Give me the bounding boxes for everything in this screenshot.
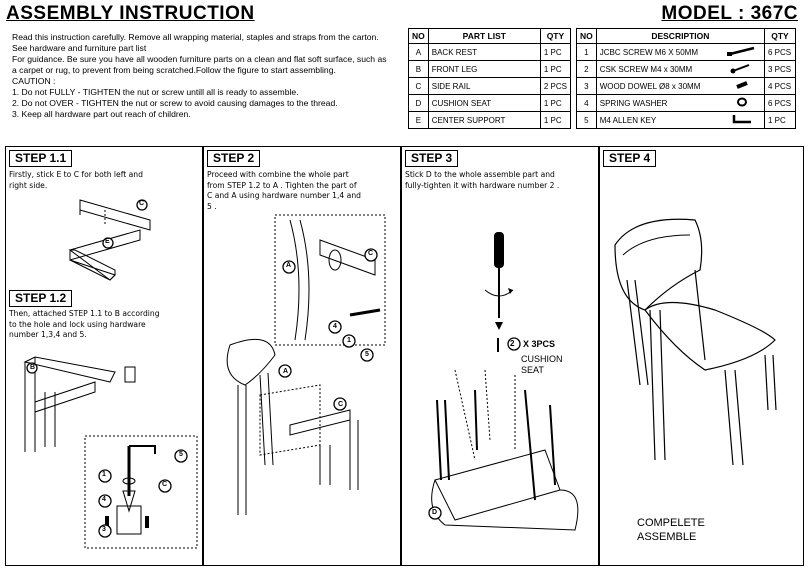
column-header: NO: [408, 28, 429, 44]
hardware-5-marker: 5: [365, 351, 369, 358]
intro-line: See hardware and furniture part list: [12, 43, 147, 53]
part-e-marker: E: [105, 238, 110, 245]
step-2-text: Proceed with combine the whole part from…: [207, 170, 361, 211]
intro-line: 3. Keep all hardware part out reach of c…: [12, 109, 191, 119]
part-a-marker: A: [286, 262, 292, 269]
column-header: QTY: [764, 28, 796, 44]
part-c-marker: C: [368, 250, 374, 257]
completion-caption: COMPELETE ASSEMBLE: [637, 517, 705, 543]
hardware-1-marker: 1: [102, 471, 106, 478]
step-1-2-illustration: [23, 356, 136, 452]
hardware-1-marker: 1: [347, 337, 351, 344]
allen-key-icon: [724, 111, 765, 129]
callout-label-2: SEAT: [521, 365, 544, 375]
part-c-marker: C: [338, 401, 344, 408]
column-header: QTY: [539, 28, 572, 44]
washer-icon: [724, 94, 765, 112]
step-2-heading: STEP 2: [207, 150, 261, 167]
intro-line: 1. Do not FULLY - TIGHTEN the nut or scr…: [12, 87, 299, 97]
step-4-panel: [599, 146, 804, 566]
step-3-panel: [401, 146, 599, 566]
callout-qty: X 3PCS: [523, 339, 556, 349]
step-1-1-text: Firstly, stick E to C for both left and …: [9, 170, 143, 190]
column-header: DESCRIPTION: [595, 28, 766, 44]
screwdriver-icon: [484, 232, 514, 330]
intro-line: Read this instruction carefully. Remove …: [12, 32, 379, 42]
intro-line: For guidance. Be sure you have all woode…: [12, 54, 387, 64]
intro-line: CAUTION :: [12, 76, 56, 86]
completed-chair-illustration: [614, 218, 777, 466]
column-header: NO: [576, 28, 597, 44]
hardware-3-marker: 3: [102, 526, 106, 533]
step-2-panel: [203, 146, 401, 566]
intro-line: a carpet or rug, to prevent from being s…: [12, 65, 336, 75]
step-1-2-detail-box: [84, 435, 198, 549]
hardware-4-marker: 4: [333, 323, 337, 330]
page-title: ASSEMBLY INSTRUCTION: [6, 3, 255, 24]
step-3-heading: STEP 3: [405, 150, 459, 167]
model-number: MODEL : 367C: [661, 3, 798, 24]
intro-text: Read this instruction carefully. Remove …: [12, 32, 412, 120]
step-2-chair-illustration: [226, 338, 359, 515]
step-3-text: Stick D to the whole assemble part and f…: [405, 170, 560, 190]
column-header: PART LIST: [427, 28, 541, 44]
intro-line: 2. Do not OVER - TIGHTEN the nut or scre…: [12, 98, 338, 108]
hardware-4-marker: 4: [102, 496, 106, 503]
long-bolt-icon: [724, 43, 765, 61]
hardware-5-marker: 5: [179, 451, 183, 458]
step-1-1-illustration: [68, 199, 151, 281]
hardware-2-marker: [507, 337, 521, 351]
screw-icon: [497, 338, 499, 352]
part-b-marker: B: [30, 364, 36, 371]
step-2-detail-box: [274, 214, 386, 362]
step-1-2-heading: STEP 1.2: [9, 290, 73, 307]
wood-screw-icon: [724, 60, 765, 78]
step-4-heading: STEP 4: [603, 150, 657, 167]
step-1-2-text: Then, attached STEP 1.1 to B according t…: [9, 309, 160, 339]
part-c-marker: C: [139, 200, 145, 207]
step-1-panel: [5, 146, 203, 566]
dowel-icon: [724, 77, 765, 95]
part-a-marker: A: [283, 368, 289, 375]
callout-label: CUSHION: [521, 354, 563, 364]
part-d-marker: D: [432, 509, 438, 516]
step-3-chair-illustration: [428, 369, 579, 531]
step-1-1-heading: STEP 1.1: [9, 150, 73, 167]
part-c-marker: C: [162, 481, 168, 488]
